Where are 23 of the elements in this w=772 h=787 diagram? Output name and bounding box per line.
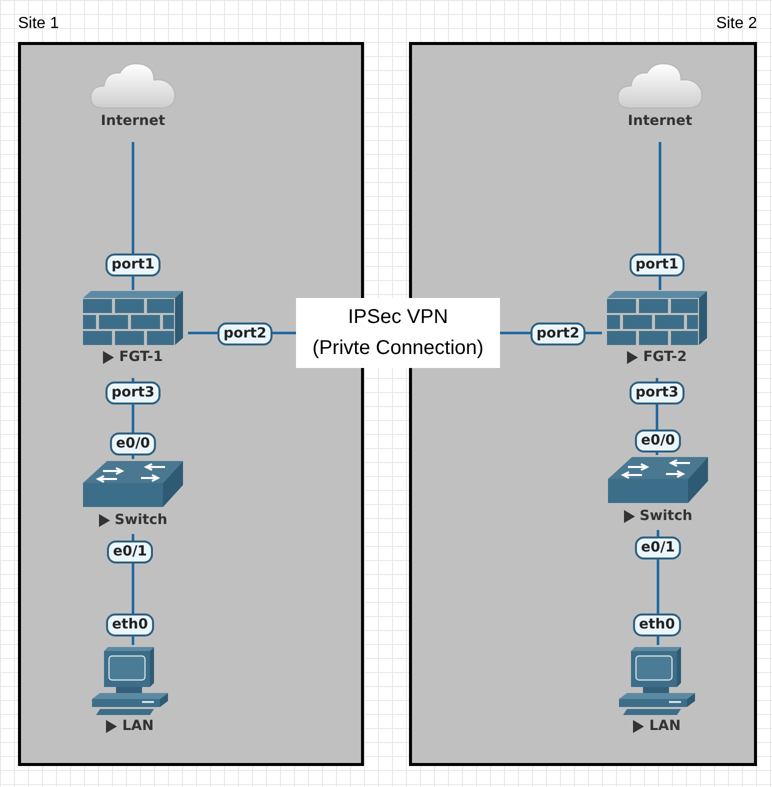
port-label: port2 — [530, 322, 586, 346]
port-label: port1 — [630, 254, 684, 276]
port-label: port3 — [630, 382, 684, 404]
device-label: Switch — [640, 508, 692, 524]
port-label: port3 — [106, 382, 160, 404]
port-label: e0/0 — [634, 430, 682, 452]
port-label: eth0 — [633, 614, 681, 636]
device-label: FGT-2 — [643, 349, 687, 365]
device-label: FGT-1 — [119, 349, 163, 365]
device-label: Internet — [100, 113, 166, 129]
port-label: e0/0 — [110, 432, 156, 456]
device-label: LAN — [649, 718, 681, 734]
port-label: port1 — [106, 254, 160, 276]
port-label: e0/1 — [106, 540, 154, 564]
vpn-label-box: IPSec VPN (Privte Connection) — [296, 298, 500, 368]
site-heading: Site 1 — [18, 15, 59, 33]
port-label: port2 — [218, 322, 272, 346]
device-label: Switch — [114, 512, 168, 528]
port-label: eth0 — [106, 614, 154, 636]
device-label: LAN — [122, 718, 154, 734]
device-label: Internet — [628, 113, 692, 129]
site-heading: Site 2 — [716, 15, 757, 33]
port-label: e0/1 — [634, 536, 682, 560]
